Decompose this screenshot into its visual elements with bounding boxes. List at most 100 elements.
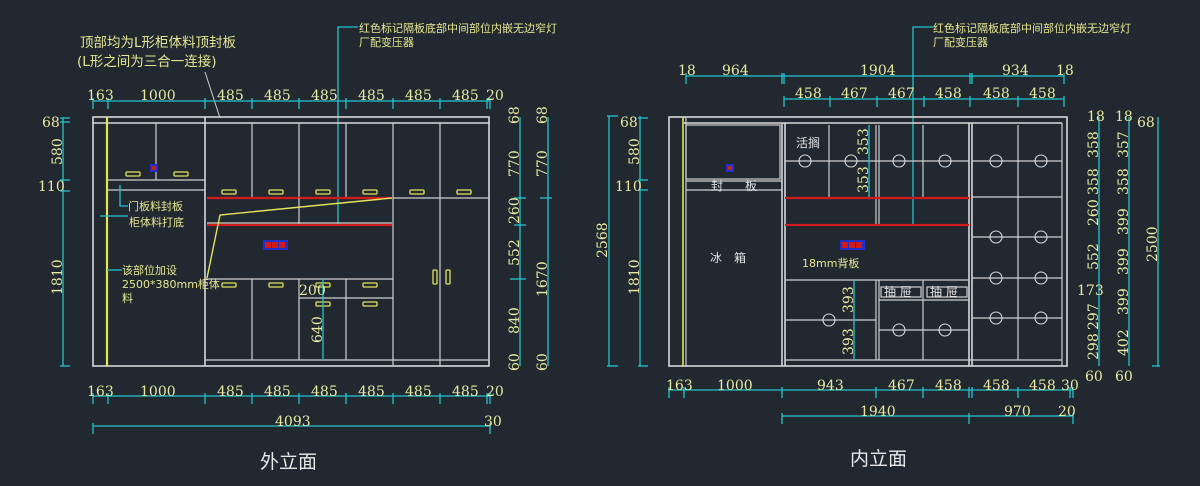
dim: 934 — [1002, 63, 1029, 79]
dim: 402 — [1116, 329, 1132, 356]
dim: 68 — [507, 106, 523, 124]
label-seal-board-a: 封 — [711, 179, 723, 193]
interior-elevation: 红色标记隔板底部中间部位内嵌无边窄灯 厂配变压器 18 964 1904 934… — [595, 21, 1161, 470]
dim: 260 — [1086, 199, 1102, 226]
note-light-line2: 厂配变压器 — [359, 35, 414, 49]
dim: 552 — [507, 239, 523, 266]
dim: 358 — [1086, 131, 1102, 158]
leader-light — [912, 26, 933, 225]
label-seal-board-b: 板 — [745, 179, 757, 193]
dim: 297 — [1086, 303, 1102, 330]
dim: 399 — [1116, 208, 1132, 235]
dim: 163 — [87, 384, 114, 400]
dim: 357 — [1116, 131, 1132, 158]
dim: 353 — [856, 128, 872, 155]
dim: 580 — [627, 138, 643, 165]
dim: 20 — [486, 88, 504, 104]
bottom-dimension: 163 1000 943 467 458 458 458 30 1940 970… — [666, 378, 1079, 424]
dim: 964 — [722, 63, 749, 79]
dim: 393 — [841, 286, 857, 313]
note-light-line1: 红色标记隔板底部中间部位内嵌无边窄灯 — [359, 21, 557, 35]
dim: 20 — [1058, 404, 1076, 420]
label-drawer-b: 抽 屉 — [930, 285, 958, 299]
right-dimension: 68 770 260 552 840 60 68 770 1670 60 — [507, 106, 552, 371]
triple-outlet-icon — [263, 240, 288, 250]
top-dimension: 18 964 1904 934 18 458 467 467 458 458 4… — [678, 63, 1074, 107]
bottom-dimension: 163 1000 485 485 485 485 485 485 20 4093… — [87, 384, 504, 434]
label-back-panel: 18mm背板 — [802, 256, 859, 270]
note-top-line2: (L形之间为三合一连接) — [77, 53, 217, 70]
dim: 298 — [1086, 333, 1102, 360]
outlet-icon — [150, 164, 158, 172]
dim: 358 — [1086, 168, 1102, 195]
dim-total: 2568 — [595, 222, 611, 258]
dim: 458 — [983, 378, 1010, 394]
dim: 485 — [311, 384, 338, 400]
note-side-line1: 该部位加设 — [122, 263, 177, 277]
dim: 1810 — [50, 259, 66, 295]
dim: 18 — [678, 63, 696, 79]
dim: 485 — [358, 384, 385, 400]
dim: 200 — [299, 283, 326, 299]
dim: 110 — [38, 179, 65, 195]
left-dimension: 68 580 110 1810 2568 — [595, 115, 648, 367]
top-dimension: 163 1000 485 485 485 485 485 485 20 — [87, 88, 504, 109]
dim-total: 1940 — [860, 404, 896, 420]
dim: 485 — [217, 384, 244, 400]
dim: 485 — [358, 88, 385, 104]
dim: 467 — [841, 86, 868, 102]
dim: 485 — [405, 88, 432, 104]
dim: 18 — [1087, 109, 1105, 125]
dim: 68 — [620, 115, 638, 131]
leader-top — [204, 71, 221, 119]
dim: 110 — [615, 179, 642, 195]
dim: 467 — [888, 86, 915, 102]
exterior-title: 外立面 — [260, 451, 317, 473]
dim: 485 — [264, 88, 291, 104]
dim: 60 — [1085, 369, 1103, 385]
note-light-line1: 红色标记隔板底部中间部位内嵌无边窄灯 — [933, 21, 1131, 35]
dim: 458 — [1029, 86, 1056, 102]
dim: 18 — [1056, 63, 1074, 79]
dim: 770 — [507, 150, 523, 177]
dim: 30 — [484, 414, 502, 430]
exterior-elevation: 顶部均为L形柜体料顶封板 (L形之间为三合一连接) 红色标记隔板底部中间部位内嵌… — [38, 21, 557, 473]
dim: 1000 — [140, 384, 176, 400]
dim: 552 — [1086, 243, 1102, 270]
dim: 353 — [856, 166, 872, 193]
dim: 943 — [817, 378, 844, 394]
dim: 458 — [1029, 378, 1056, 394]
dim: 68 — [1137, 115, 1155, 131]
left-dimension: 68 580 110 1810 — [38, 115, 70, 367]
note-side-line2: 2500*380mm柜体 — [122, 277, 220, 291]
dim: 163 — [666, 378, 693, 394]
outlet-icon — [726, 164, 734, 172]
dim: 485 — [311, 88, 338, 104]
dim: 60 — [535, 353, 551, 371]
dim: 458 — [935, 86, 962, 102]
dim: 970 — [1004, 404, 1031, 420]
dim: 770 — [535, 150, 551, 177]
note-side-line3: 料 — [122, 291, 133, 305]
note-door-line1: 门板料封板 — [128, 199, 183, 213]
dim: 20 — [486, 384, 504, 400]
dim: 1670 — [535, 261, 551, 297]
dim: 30 — [1061, 378, 1079, 394]
leader-door — [119, 185, 128, 207]
dim: 458 — [983, 86, 1010, 102]
dim: 485 — [452, 88, 479, 104]
dim: 458 — [935, 378, 962, 394]
interior-cabinet — [668, 116, 1068, 367]
interior-title: 内立面 — [850, 448, 907, 470]
dim: 467 — [888, 378, 915, 394]
dim-total: 4093 — [275, 414, 311, 430]
dim: 1000 — [717, 378, 753, 394]
dim: 68 — [42, 115, 60, 131]
note-light-line2: 厂配变压器 — [933, 35, 988, 49]
dim: 580 — [50, 138, 66, 165]
label-movable-shelf: 活搁 — [796, 135, 820, 150]
dim: 163 — [87, 88, 114, 104]
dim: 1904 — [860, 63, 896, 79]
dim: 399 — [1116, 248, 1132, 275]
